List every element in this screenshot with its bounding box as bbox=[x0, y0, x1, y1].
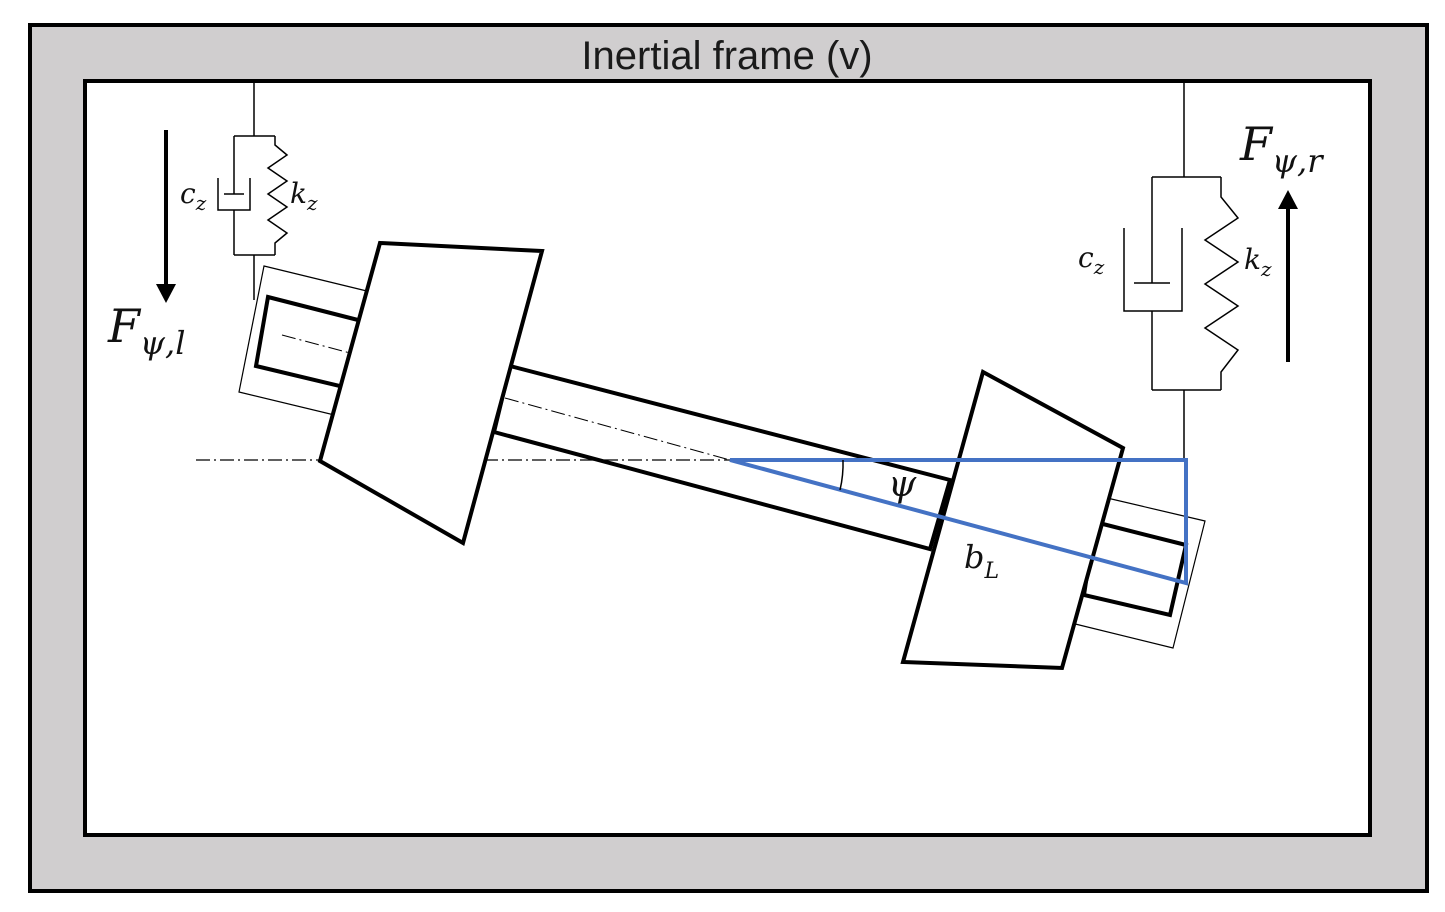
right-damper-cylinder bbox=[1123, 228, 1183, 312]
spring-right-label: kz bbox=[1244, 243, 1272, 281]
axle-centerline-left bbox=[281, 334, 351, 354]
left-wheel bbox=[317, 240, 545, 547]
force-left-label: Fψ,l bbox=[107, 299, 185, 362]
angle-arc bbox=[839, 459, 844, 491]
right-spring bbox=[1203, 177, 1240, 390]
left-suspension bbox=[217, 82, 289, 300]
right-suspension bbox=[1123, 82, 1240, 460]
half-track-label: bL bbox=[964, 538, 999, 584]
damper-left-label: cz bbox=[180, 177, 207, 215]
force-arrow-right bbox=[1278, 190, 1298, 362]
right-wheel bbox=[900, 369, 1126, 671]
force-right-label: Fψ,r bbox=[1239, 117, 1324, 180]
yaw-triangle bbox=[729, 458, 1188, 586]
spring-left-label: kz bbox=[290, 177, 318, 215]
angle-label: ψ bbox=[888, 464, 917, 505]
damper-right-label: cz bbox=[1078, 241, 1105, 279]
left-spring bbox=[266, 136, 289, 255]
frame-title: Inertial frame (v) bbox=[581, 34, 872, 78]
force-arrow-left bbox=[156, 130, 176, 303]
axle-centerline bbox=[504, 397, 731, 461]
